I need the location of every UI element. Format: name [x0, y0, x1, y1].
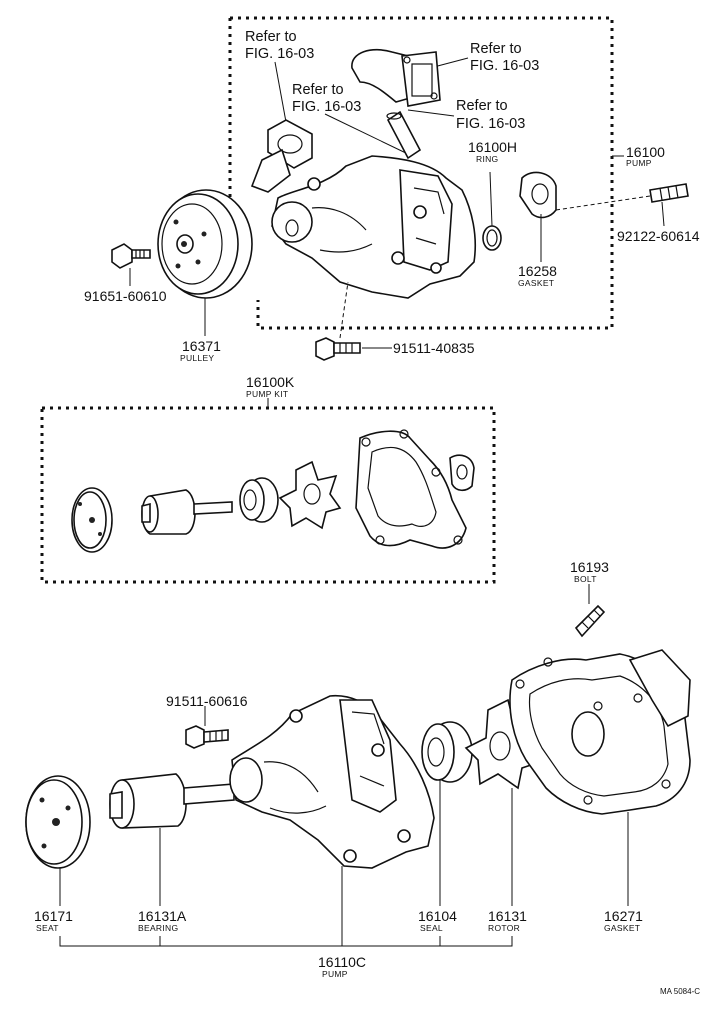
svg-text:16193: 16193 [570, 559, 609, 575]
ref-label-2: Refer to FIG. 16-03 [292, 82, 361, 115]
svg-text:16131A: 16131A [138, 908, 187, 924]
svg-text:SEAL: SEAL [420, 923, 443, 933]
outlet-flange-part [250, 119, 313, 193]
kit-rotor [278, 460, 342, 530]
svg-text:FIG. 16-03: FIG. 16-03 [245, 46, 314, 62]
svg-text:16100K: 16100K [246, 374, 295, 390]
label-16258: 16258 GASKET [518, 263, 557, 288]
label-16104: 16104 SEAL [418, 908, 457, 933]
bypass-tube-part [386, 110, 422, 160]
svg-text:FIG. 16-03: FIG. 16-03 [470, 58, 539, 74]
label-91511-40835: 91511-40835 [393, 340, 475, 356]
leader-ref-2 [324, 113, 411, 156]
label-92122: 92122-60614 [617, 228, 700, 244]
leader-16100h [489, 171, 493, 227]
svg-text:GASKET: GASKET [518, 278, 554, 288]
svg-text:16131: 16131 [488, 908, 527, 924]
pump-16110c-bracket [59, 936, 513, 947]
gasket-16271 [509, 649, 691, 815]
svg-text:PUMP: PUMP [322, 969, 348, 979]
pulley-16371 [157, 189, 253, 299]
kit-seal [239, 477, 279, 523]
svg-text:FIG. 16-03: FIG. 16-03 [292, 99, 361, 115]
bolt-91511-60616 [185, 725, 229, 749]
label-16371: 16371 PULLEY [180, 338, 221, 363]
svg-text:FIG. 16-03: FIG. 16-03 [456, 116, 525, 132]
leader-ref-4 [407, 109, 455, 117]
svg-text:Refer to: Refer to [456, 98, 508, 114]
svg-text:16100H: 16100H [468, 139, 517, 155]
svg-text:BEARING: BEARING [138, 923, 178, 933]
stud-92122 [649, 183, 689, 203]
label-16131a: 16131A BEARING [138, 908, 187, 933]
label-91511-60616: 91511-60616 [166, 693, 248, 709]
label-16131: 16131 ROTOR [488, 908, 527, 933]
svg-text:BOLT: BOLT [574, 574, 597, 584]
ref-label-3: Refer to FIG. 16-03 [470, 41, 539, 74]
svg-text:RING: RING [476, 154, 498, 164]
pump-body-16110c [229, 694, 435, 869]
label-16193: 16193 BOLT [570, 559, 609, 584]
label-16271: 16271 GASKET [604, 908, 643, 933]
svg-text:PUMP KIT: PUMP KIT [246, 389, 288, 399]
svg-text:PULLEY: PULLEY [180, 353, 214, 363]
bearing-16131a [109, 773, 235, 829]
pump-assembly-bracket [228, 16, 614, 330]
svg-text:Refer to: Refer to [245, 29, 297, 45]
ref-label-1: Refer to FIG. 16-03 [245, 29, 314, 62]
svg-text:Refer to: Refer to [292, 82, 344, 98]
bolt-16193 [574, 604, 606, 638]
svg-text:PUMP: PUMP [626, 158, 652, 168]
svg-text:16104: 16104 [418, 908, 457, 924]
svg-text:Refer to: Refer to [470, 41, 522, 57]
label-16100k: 16100K PUMP KIT [246, 374, 295, 399]
label-16100h: 16100H RING [468, 139, 517, 164]
svg-text:SEAT: SEAT [36, 923, 59, 933]
svg-text:16171: 16171 [34, 908, 73, 924]
label-16100: 16100 PUMP [626, 144, 665, 168]
kit-seat [71, 487, 113, 553]
ref-label-4: Refer to FIG. 16-03 [456, 98, 525, 132]
inlet-pipe-part [351, 48, 441, 107]
seat-16171 [25, 775, 91, 869]
diagram-code: MA 5084-C [660, 987, 700, 996]
gasket-16258 [519, 171, 557, 219]
kit-bearing [141, 489, 233, 535]
svg-text:16371: 16371 [182, 338, 221, 354]
svg-text:GASKET: GASKET [604, 923, 640, 933]
leader-ref-1 [274, 61, 287, 123]
water-pump-body-top [271, 155, 477, 299]
svg-text:16271: 16271 [604, 908, 643, 924]
seal-16104 [421, 721, 473, 783]
svg-text:16110C: 16110C [318, 954, 366, 970]
kit-gasket [355, 429, 475, 549]
bolt-91651 [111, 243, 151, 269]
label-16110c: 16110C PUMP [318, 954, 366, 979]
svg-text:ROTOR: ROTOR [488, 923, 520, 933]
pump-kit-bracket [40, 406, 496, 584]
bolt-91511-40835 [315, 337, 361, 361]
svg-text:16258: 16258 [518, 263, 557, 279]
svg-text:16100: 16100 [626, 144, 665, 160]
label-16171: 16171 SEAT [34, 908, 73, 933]
label-91651: 91651-60610 [84, 288, 167, 304]
leader-92122 [661, 201, 665, 227]
